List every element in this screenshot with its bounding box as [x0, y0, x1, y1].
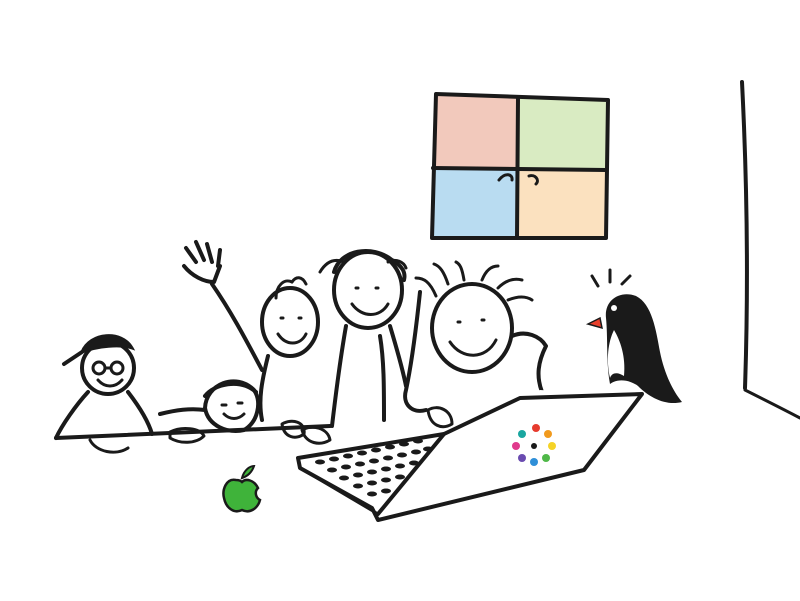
- apple-icon: [222, 464, 262, 513]
- window-pane-top-left: [436, 96, 518, 168]
- window-pane-bottom-left: [433, 168, 518, 238]
- kid-spiky-hair: [403, 260, 548, 429]
- penguin: [585, 268, 682, 404]
- kid-tall-center: [300, 249, 408, 445]
- kid-lying-down: [158, 379, 261, 444]
- kid-waving: [182, 240, 320, 439]
- wall-corner: [740, 80, 800, 420]
- window-pane-top-right: [518, 98, 608, 168]
- table-edge: [54, 424, 332, 440]
- window-pane-bottom-right: [518, 168, 606, 236]
- keyboard-keys: [315, 438, 433, 497]
- laptop: [296, 390, 644, 522]
- laptop-logo: [512, 424, 556, 466]
- window: [430, 92, 610, 240]
- kid-with-cap: [54, 334, 154, 454]
